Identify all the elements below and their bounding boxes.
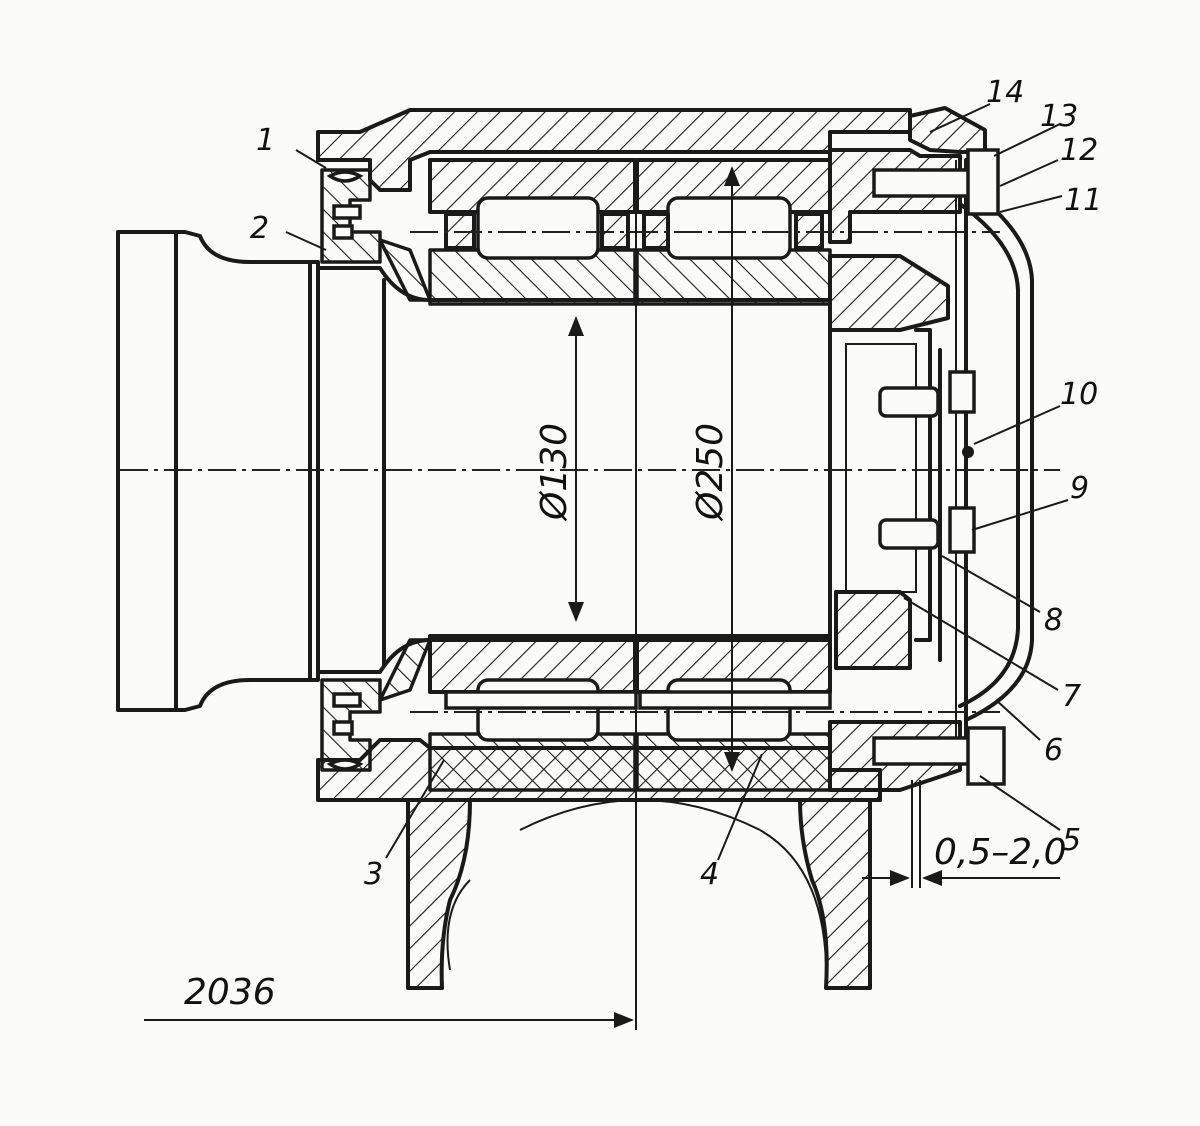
dim-outer-diameter: Ø250: [690, 423, 731, 522]
label-part-7: 7: [1062, 679, 1081, 714]
retaining-plate: [845, 328, 976, 662]
label-part-2: 2: [250, 211, 269, 246]
label-part-3: 3: [364, 857, 383, 892]
label-part-11: 11: [1064, 183, 1102, 218]
leader-lines: [285, 103, 1069, 861]
label-part-6: 6: [1044, 733, 1063, 768]
label-part-8: 8: [1044, 603, 1063, 638]
label-part-14: 14: [986, 75, 1024, 110]
dim-offset: 2036: [184, 972, 276, 1013]
dim-inner-diameter: Ø130: [534, 423, 575, 522]
dimension-labels: Ø130 Ø250 0,5–2,0 2036: [184, 423, 1067, 1013]
label-part-13: 13: [1040, 99, 1078, 134]
label-part-1: 1: [256, 123, 275, 158]
label-part-12: 12: [1060, 133, 1098, 168]
label-part-5: 5: [1062, 823, 1081, 858]
label-part-9: 9: [1070, 471, 1089, 506]
dim-clearance: 0,5–2,0: [934, 832, 1067, 873]
bearing-bottom: [428, 634, 832, 792]
cover-bolts: [872, 148, 1006, 786]
label-part-10: 10: [1060, 377, 1098, 412]
label-part-4: 4: [700, 857, 719, 892]
part-labels: 1 2 3 4 5 6 7 8 9 10 11 12 13 14: [250, 75, 1102, 892]
